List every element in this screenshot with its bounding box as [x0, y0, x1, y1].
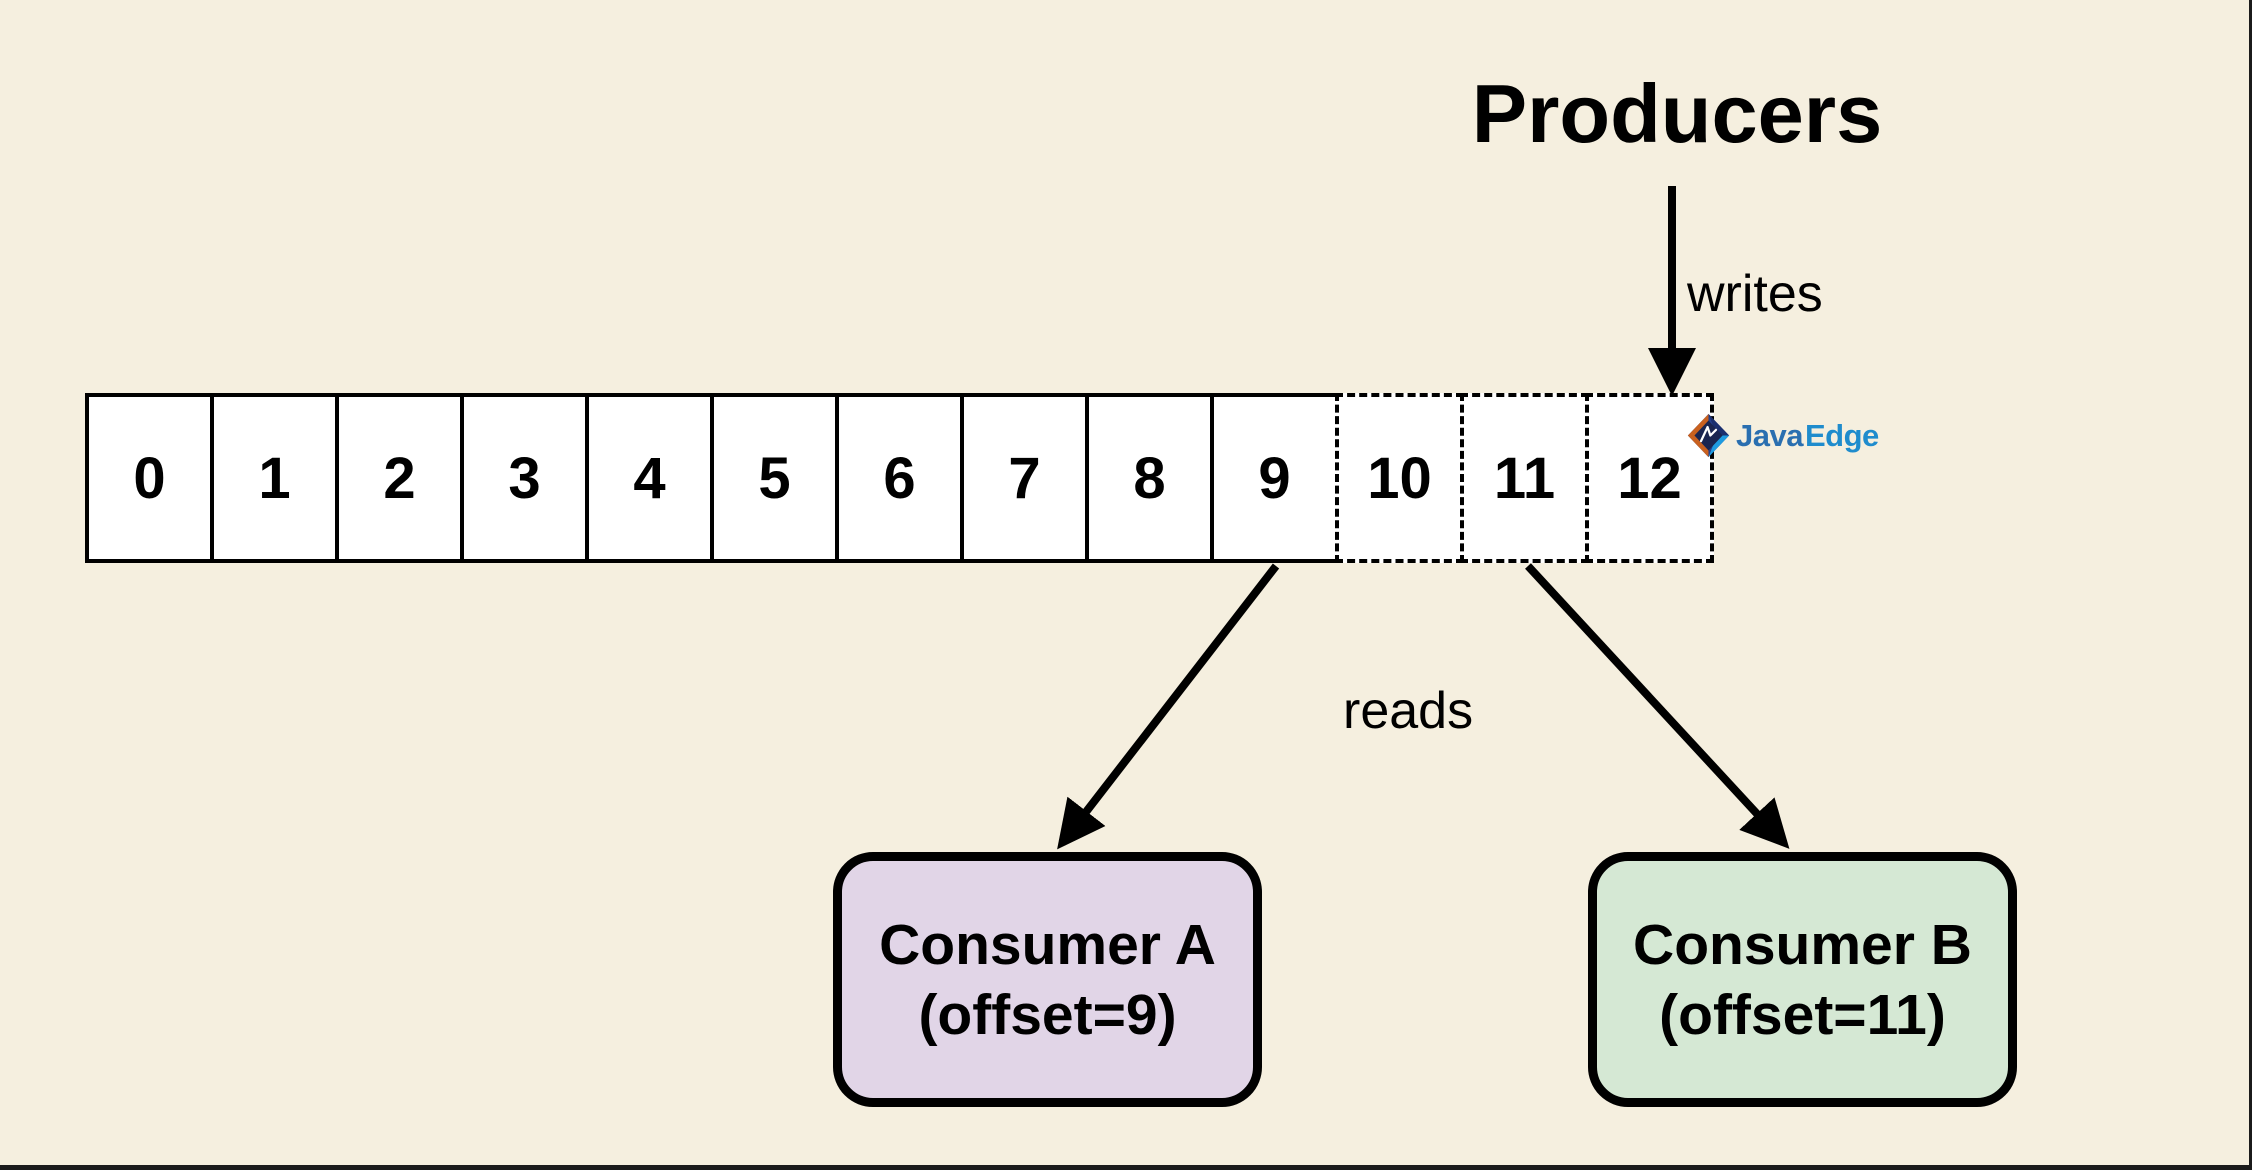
log-cell-label: 11	[1493, 445, 1556, 511]
log-cell-label: 4	[633, 445, 666, 511]
log-cell-7: 7	[960, 393, 1089, 563]
log-cell-10: 10	[1335, 393, 1464, 563]
log-cell-11: 11	[1460, 393, 1589, 563]
consumer-b-name: Consumer B	[1633, 912, 1972, 977]
javaedge-diamond-icon	[1687, 413, 1730, 458]
log-cell-1: 1	[210, 393, 339, 563]
log-cell-label: 6	[883, 445, 916, 511]
log-cell-label: 5	[758, 445, 791, 511]
window-edge-bottom	[0, 1165, 2252, 1170]
log-cell-3: 3	[460, 393, 589, 563]
partition-row: 0 1 2 3 4 5 6 7 8 9 10 11 12	[85, 393, 1714, 563]
log-cell-0: 0	[85, 393, 214, 563]
reads-label: reads	[1343, 682, 1474, 740]
log-cell-label: 12	[1617, 445, 1682, 511]
log-cell-label: 3	[508, 445, 541, 511]
log-cell-label: 7	[1008, 445, 1041, 511]
reads-arrow-consumer-a	[1057, 563, 1280, 850]
log-cell-4: 4	[585, 393, 714, 563]
log-cell-8: 8	[1085, 393, 1214, 563]
log-cell-label: 1	[258, 445, 291, 511]
writes-label: writes	[1687, 265, 1823, 323]
log-cell-label: 0	[133, 445, 166, 511]
consumer-a-name: Consumer A	[879, 912, 1216, 977]
log-cell-2: 2	[335, 393, 464, 563]
log-cell-label: 10	[1367, 445, 1432, 511]
reads-arrow-consumer-b	[1525, 563, 1790, 849]
log-cell-12: 12	[1585, 393, 1714, 563]
log-cell-label: 8	[1133, 445, 1166, 511]
consumer-b-box: Consumer B (offset=11)	[1588, 852, 2017, 1107]
javaedge-watermark: Java Edge	[1686, 413, 1879, 458]
window-edge-right	[2249, 0, 2252, 1170]
watermark-edge-text: Edge	[1804, 418, 1879, 453]
watermark-java-text: Java	[1736, 418, 1803, 453]
log-cell-6: 6	[835, 393, 964, 563]
consumer-a-offset: (offset=9)	[918, 982, 1177, 1047]
log-cell-label: 9	[1258, 445, 1291, 511]
consumer-a-box: Consumer A (offset=9)	[833, 852, 1262, 1107]
log-cell-9: 9	[1210, 393, 1339, 563]
log-cell-5: 5	[710, 393, 839, 563]
producers-title: Producers	[1471, 67, 1883, 160]
log-cell-label: 2	[383, 445, 416, 511]
consumer-b-offset: (offset=11)	[1659, 982, 1946, 1047]
